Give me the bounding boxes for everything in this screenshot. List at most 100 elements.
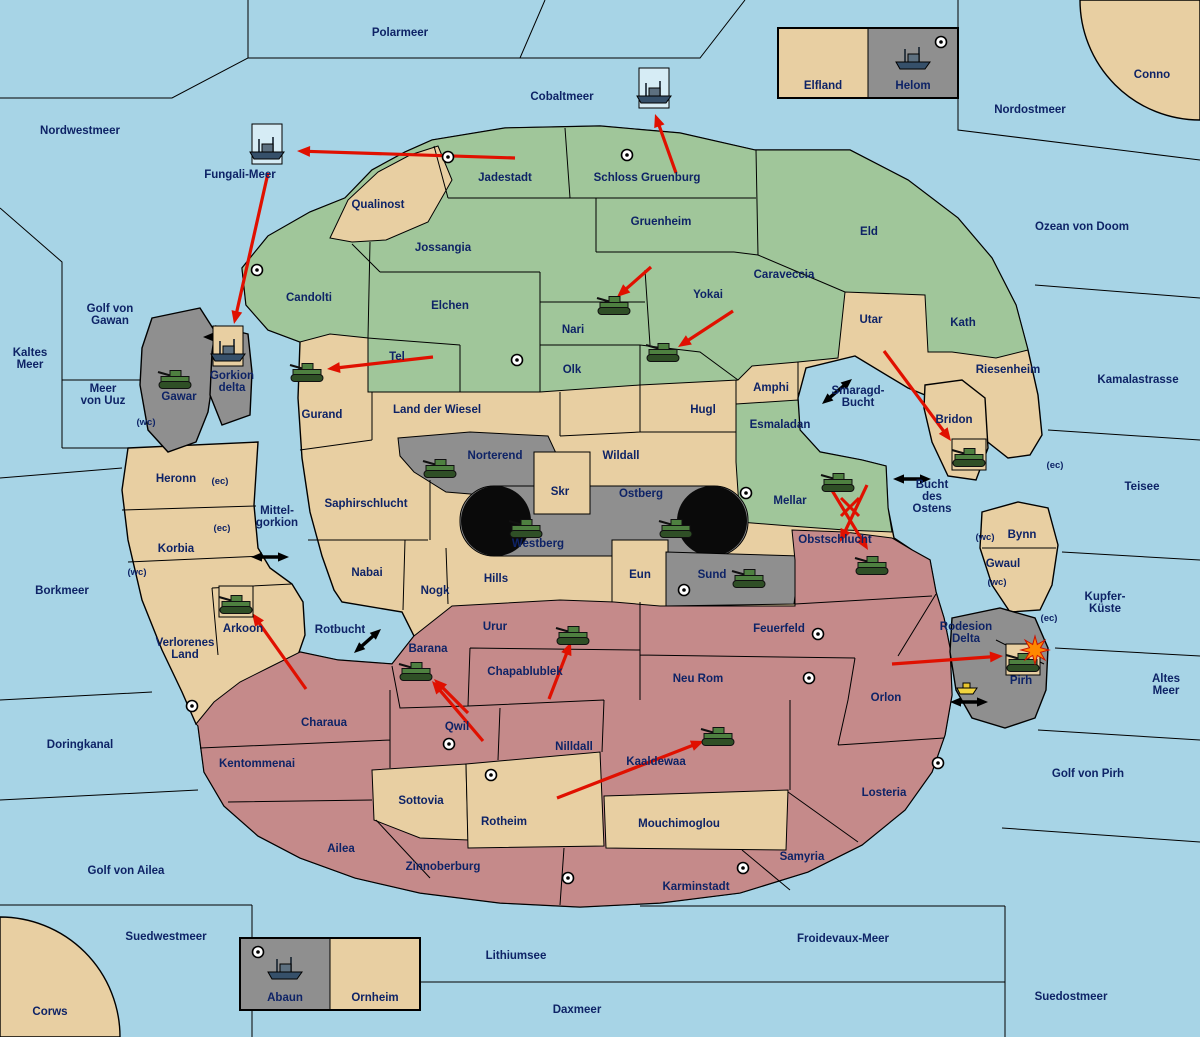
tank-unit[interactable] [731,569,766,588]
coast-tag: (ec) [214,523,231,534]
region-label-line: Elchen [431,300,469,312]
offmap-territory-ornheim[interactable] [329,937,421,1011]
town-marker[interactable] [802,671,816,685]
region-sottovia[interactable] [371,763,469,841]
region-label-line: Karminstadt [662,881,729,893]
region-label: Sund [698,569,727,581]
region-label: Hugl [690,404,716,416]
region-sund[interactable] [665,551,801,607]
tank-unit[interactable] [422,459,457,478]
offmap-box-border [239,937,421,1011]
town-marker[interactable] [620,148,634,162]
region-label: Bridon [935,414,972,426]
tank-tracks [821,484,855,492]
ship-unit[interactable] [895,47,931,70]
town-marker[interactable] [561,871,575,885]
tank-unit[interactable] [555,626,590,645]
town-marker[interactable] [251,945,265,959]
tank-unit[interactable] [398,662,433,681]
town-dot [741,866,745,870]
offmap-territory-label-line: Abaun [267,992,303,1004]
town-marker[interactable] [677,583,691,597]
town-marker[interactable] [441,150,455,164]
tank-unit[interactable] [700,727,735,746]
region-label: Elchen [431,300,469,312]
region-rotheim[interactable] [465,751,605,849]
sea-label-line: Fungali-Meer [204,169,276,181]
town-marker[interactable] [739,486,753,500]
town-marker[interactable] [931,756,945,770]
tank-tracks [646,354,680,362]
tank-unit[interactable] [508,519,543,538]
region-skr[interactable] [533,451,591,515]
town-marker[interactable] [510,353,524,367]
town-marker[interactable] [736,861,750,875]
region-label-line: Jadestadt [478,172,532,184]
region-label-line: Barana [409,643,449,655]
region-label-line: Korbia [158,543,195,555]
attack-arrow [828,486,865,544]
region-label: Arkoon [223,623,263,635]
sea-label: Kupfer-Küste [1085,591,1126,615]
town-marker[interactable] [934,35,948,49]
region-label-line: Ostberg [619,488,663,500]
region-label: Saphirschlucht [324,498,407,510]
region-eun[interactable] [611,539,669,607]
offmap-territory-label-line: Elfland [804,80,842,92]
tank-unit[interactable] [289,363,324,382]
tank-tracks [556,637,590,645]
coast-tag: (wc) [128,567,147,578]
tank-unit[interactable] [854,556,889,575]
region-label-line: Skr [551,486,570,498]
tank-unit[interactable] [820,473,855,492]
town-dot [515,358,519,362]
sea-route-arrow [358,632,377,650]
town-marker[interactable] [811,627,825,641]
sea-label: Froidevaux-Meer [797,933,890,945]
region-label-line: Gorkion [210,370,254,382]
region-label-line: Olk [563,364,582,376]
ship-superstructure [222,345,235,355]
island-rodesion-delta[interactable] [949,607,1049,729]
region-label: Nilldall [555,741,593,753]
tank-unit[interactable] [645,343,680,362]
region-label: Urur [483,621,508,633]
boat-unit[interactable] [956,682,978,695]
ship-unit[interactable] [210,325,246,367]
tank-unit[interactable] [157,370,192,389]
tank-unit[interactable] [596,296,631,315]
ship-unit[interactable] [267,957,303,980]
ship-unit[interactable] [249,123,285,165]
sea-route-arrow-head [920,474,931,484]
region-label-line: Eld [860,226,878,238]
tank-unit[interactable] [658,519,693,538]
sea-route-arrow [826,382,848,401]
town-dot [936,761,940,765]
sea-route-arrow-head [203,332,214,342]
region-qualinost[interactable] [329,145,453,243]
ship-unit[interactable] [636,67,672,109]
tank-unit[interactable] [218,585,254,618]
sea-label: Nordostmeer [994,104,1066,116]
town-marker[interactable] [250,263,264,277]
region-westberg-ostberg-band[interactable] [459,485,749,557]
attack-arrow [306,149,516,160]
attack-arrow-head [252,613,264,627]
region-label-line: Gawar [161,391,197,403]
island-conno[interactable] [1079,0,1200,121]
island-corws[interactable] [0,916,121,1037]
region-label-line: Jossangia [415,242,472,254]
coast-tag-line: (wc) [976,532,995,543]
island-bynn-gwaul[interactable] [979,501,1059,613]
sea-label: Smaragd-Bucht [831,385,884,409]
town-marker[interactable] [442,737,456,751]
town-marker[interactable] [185,699,199,713]
region-mouchimoglou[interactable] [603,789,789,851]
region-label-line: Bynn [1008,529,1037,541]
sea-label-line: Meer [1153,685,1180,697]
region-label: Samyria [780,851,825,863]
tank-unit[interactable] [951,438,987,471]
town-marker[interactable] [484,768,498,782]
